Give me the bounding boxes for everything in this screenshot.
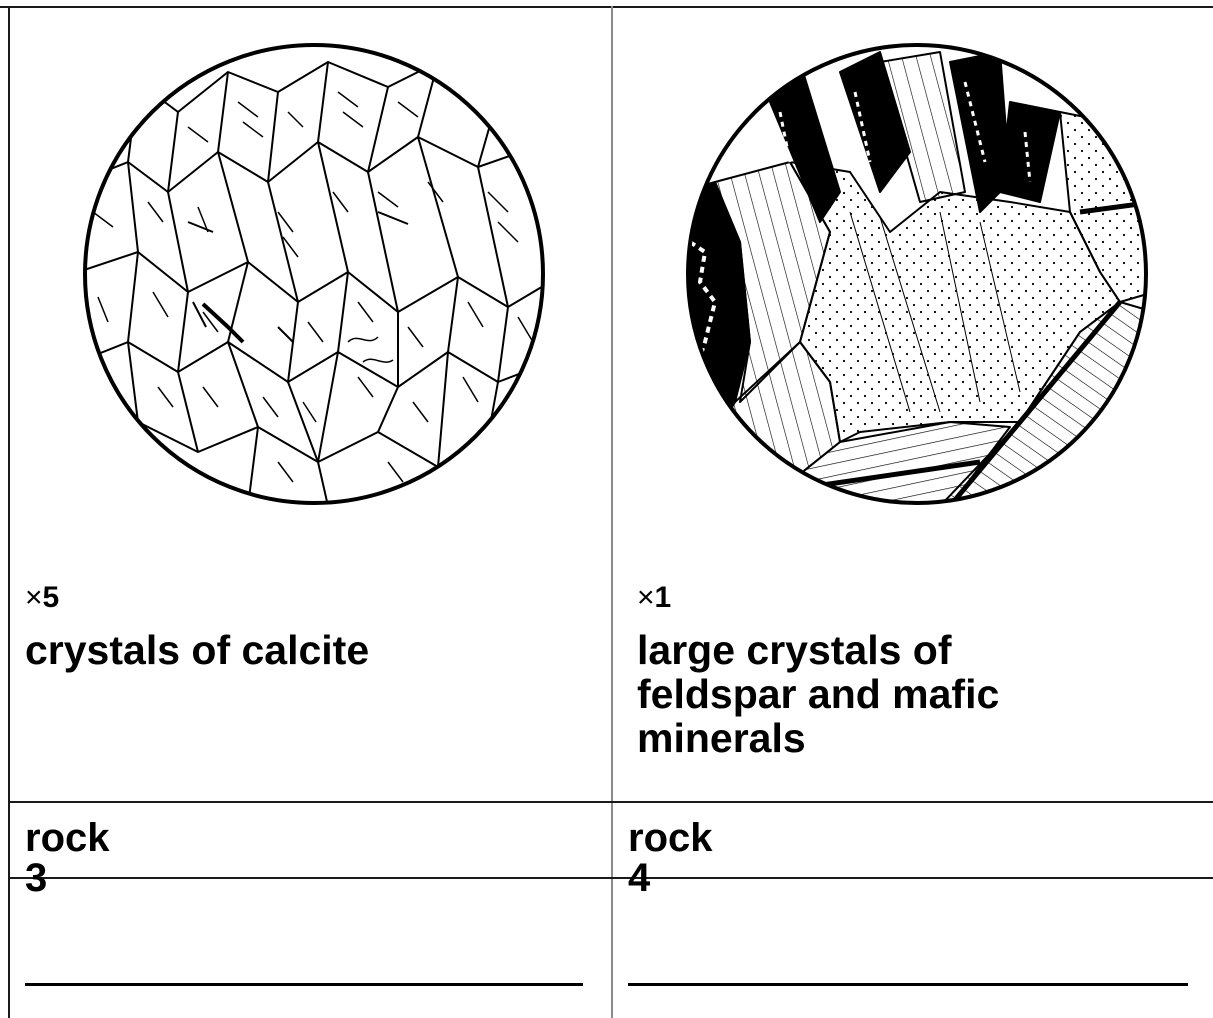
column-divider bbox=[611, 6, 613, 1018]
table-left-border bbox=[8, 6, 10, 1018]
caption-rock-4: large crystals of feldspar and mafic min… bbox=[637, 628, 1077, 760]
caption-rock-3: crystals of calcite bbox=[25, 628, 595, 672]
magnification-value: 5 bbox=[43, 581, 60, 614]
calcite-crystals-illustration bbox=[78, 42, 550, 506]
table-top-border bbox=[0, 6, 1213, 8]
answer-line-rock-3[interactable] bbox=[25, 983, 583, 986]
magnification-rock-4: ×1 bbox=[637, 583, 671, 613]
magnification-symbol: × bbox=[637, 581, 655, 614]
row-divider-answer bbox=[8, 877, 1213, 879]
rock-3-label: rock 3 bbox=[25, 818, 110, 898]
answer-line-rock-4[interactable] bbox=[628, 983, 1188, 986]
magnification-symbol: × bbox=[25, 581, 43, 614]
magnification-rock-3: ×5 bbox=[25, 583, 59, 613]
rock-4-label: rock 4 bbox=[628, 818, 713, 898]
row-divider-label bbox=[8, 801, 1213, 803]
magnification-value: 1 bbox=[655, 581, 672, 614]
feldspar-mafic-illustration bbox=[680, 42, 1154, 506]
